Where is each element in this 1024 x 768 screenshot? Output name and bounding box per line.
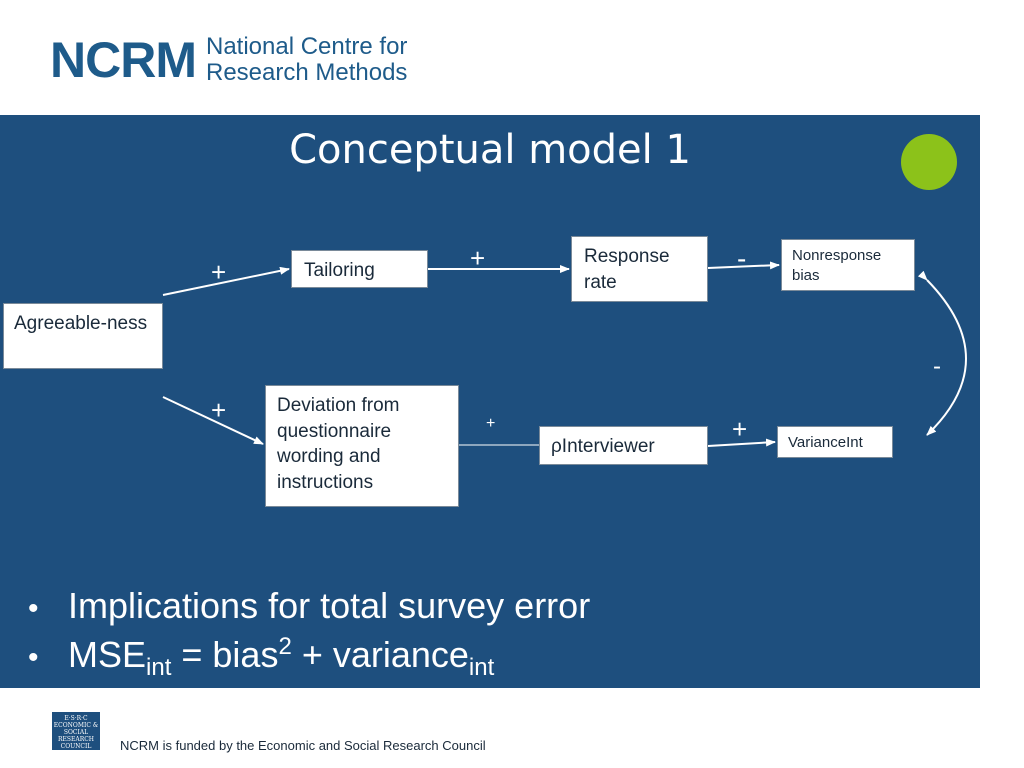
esrc-logo: E·S·R·C ECONOMIC & SOCIAL RESEARCH COUNC…	[52, 712, 100, 750]
sign-rho-variance: +	[732, 414, 748, 444]
formula-mse: MSE	[68, 634, 147, 675]
curved-arrow-nonresponse-variance	[917, 270, 967, 436]
box-tailoring-label: Tailoring	[304, 260, 375, 281]
box-rho-interviewer-label: ρInterviewer	[551, 436, 655, 457]
header: NCRM National Centre for Research Method…	[0, 0, 1024, 115]
formula-sub-int-2: int	[468, 654, 495, 682]
box-deviation: Deviation from questionnaire wording and…	[265, 385, 459, 507]
bullet-item: • Implications for total survey error	[28, 585, 590, 633]
diagram-arrows	[162, 261, 967, 447]
bullet-text: Implications for total survey error	[68, 585, 591, 626]
sign-response-nonresponse: -	[737, 243, 747, 274]
box-agreeableness-label: Agreeable-ness	[14, 313, 148, 334]
logo-line-2: Research Methods	[205, 59, 408, 86]
box-response-rate-label: Response rate	[584, 246, 670, 293]
formula-sub-int: int	[146, 654, 172, 682]
slide-title: Conceptual model 1	[289, 127, 691, 173]
sign-tailoring-response: +	[470, 243, 486, 273]
box-rho-interviewer: ρInterviewer	[539, 426, 708, 465]
box-deviation-label: Deviation from questionnaire wording and…	[277, 395, 400, 493]
box-agreeableness: Agreeable-ness	[3, 303, 163, 369]
box-variance-int-label: VarianceInt	[788, 434, 863, 451]
formula-bias: = bias	[171, 634, 279, 675]
slide-panel: Conceptual model 1 Agreeable-ness Tailor…	[0, 115, 980, 688]
logo-mark: NCRM	[50, 32, 197, 88]
esrc-logo-text: E·S·R·C ECONOMIC & SOCIAL RESEARCH COUNC…	[53, 715, 99, 750]
ncrm-logo: NCRM National Centre for Research Method…	[50, 30, 407, 90]
box-tailoring: Tailoring	[291, 250, 428, 288]
footer-text: NCRM is funded by the Economic and Socia…	[120, 738, 486, 753]
sign-deviation-rho: +	[486, 415, 496, 432]
box-response-rate: Response rate	[571, 236, 708, 302]
bullet-item-formula: • MSEint = bias2 + varianceint	[28, 633, 590, 681]
box-nonresponse-bias-label: Nonresponse bias	[792, 247, 882, 284]
bullet-symbol: •	[28, 641, 39, 674]
arrow-agree-to-deviation	[162, 396, 264, 445]
arrow-rho-to-variance	[707, 438, 776, 447]
logo-line-1: National Centre for	[205, 33, 408, 60]
bullet-symbol: •	[28, 592, 39, 625]
logo-text: National Centre for Research Methods	[206, 34, 407, 86]
arrow-response-to-nonresponse	[707, 261, 780, 270]
green-circle-decoration	[901, 134, 957, 190]
arrow-agree-to-tailoring	[162, 266, 290, 296]
formula: MSEint = bias2 + varianceint	[68, 633, 494, 682]
box-variance-int: VarianceInt	[777, 426, 893, 458]
sign-nonresponse-variance: -	[933, 353, 941, 380]
sign-agree-deviation: +	[211, 395, 227, 425]
bullet-list: • Implications for total survey error • …	[28, 585, 590, 681]
formula-sup-2: 2	[278, 633, 292, 660]
formula-variance: + variance	[291, 634, 469, 675]
logo-mark-text: NCRM	[50, 32, 197, 88]
box-nonresponse-bias: Nonresponse bias	[781, 239, 915, 291]
sign-agree-tailoring: +	[211, 257, 227, 287]
